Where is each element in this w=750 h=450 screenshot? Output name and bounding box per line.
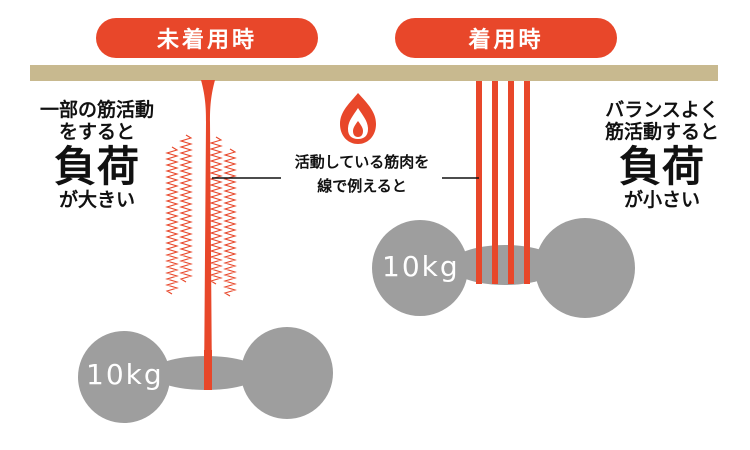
single-muscle-line — [201, 80, 215, 388]
right-weight-label: 10kg — [382, 250, 460, 283]
left-text-line3: が大きい — [58, 188, 135, 211]
single-muscle-line-lower — [204, 350, 212, 390]
left-weight-label: 10kg — [86, 358, 164, 391]
left-load-big: 負荷 — [53, 141, 140, 191]
right-text-line3: が小さい — [623, 188, 700, 211]
left-text-line2: をすると — [58, 120, 135, 143]
fire-icon — [340, 93, 376, 144]
center-caption: 活動している筋肉を 線で例えると — [281, 150, 443, 198]
right-description: バランスよく 筋活動すると 負荷 が小さい — [582, 99, 742, 212]
zigzag-strain-lines — [166, 134, 236, 297]
left-dumbbell — [78, 327, 333, 423]
right-text-line1: バランスよく — [605, 99, 719, 121]
left-description: 一部の筋活動 をすると 負荷 が大きい — [22, 99, 172, 212]
multiple-muscle-lines — [476, 81, 530, 284]
header-after: 着用時 — [395, 18, 617, 58]
header-before: 未着用時 — [96, 18, 318, 58]
center-caption-line2: 線で例えると — [317, 177, 407, 195]
ceiling-bar — [30, 65, 718, 81]
right-text-line2: 筋活動すると — [604, 120, 719, 143]
left-text-line1: 一部の筋活動 — [39, 99, 154, 121]
right-load-big: 負荷 — [618, 141, 705, 191]
center-caption-line1: 活動している筋肉を — [294, 153, 430, 171]
